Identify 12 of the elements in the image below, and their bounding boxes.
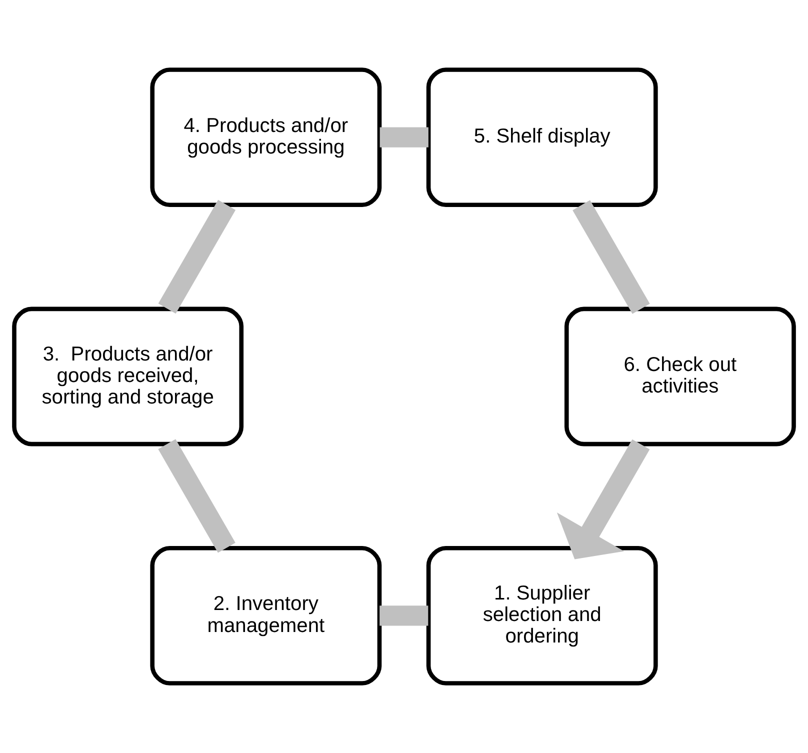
connector	[158, 200, 236, 314]
connector	[572, 200, 650, 314]
node-box: 5. Shelf display	[426, 68, 658, 208]
node-box: 4. Products and/or goods processing	[150, 68, 382, 208]
node-box: 2. Inventory management	[150, 546, 382, 686]
node-box: 6. Check out activities	[564, 306, 796, 446]
node-box: 1. Supplier selection and ordering	[426, 546, 658, 686]
connector	[158, 439, 236, 553]
connector	[380, 606, 428, 626]
arrow	[556, 439, 650, 560]
connector	[380, 127, 428, 148]
node-box: 3. Products and/or goods received, sorting and storage	[12, 306, 244, 446]
